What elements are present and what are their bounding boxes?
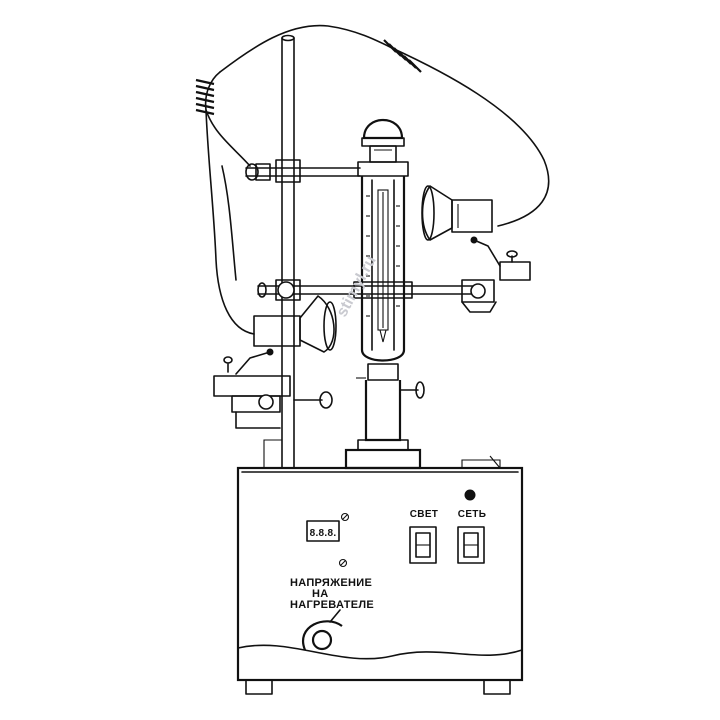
left-cable-coil [195, 78, 215, 116]
light-switch[interactable] [409, 526, 437, 564]
right-lamp [421, 185, 531, 281]
cables [195, 24, 550, 335]
base-housing [236, 455, 524, 695]
heater-voltage-label: НАПРЯЖЕНИЕ НА НАГРЕВАТЕЛЕ [290, 558, 374, 611]
left-lamp [235, 295, 337, 375]
left-lamp-bracket [235, 351, 271, 375]
column-ticks [366, 195, 400, 317]
voltage-label-line-1: НАПРЯЖЕНИЕ [290, 577, 372, 589]
column-base-plate [344, 448, 422, 470]
display-screw-slot [342, 514, 348, 520]
display-frame [306, 520, 340, 542]
power-switch-label: СЕТЬ [458, 509, 486, 520]
light-switch-frame [409, 526, 437, 564]
housing-notch-mark [489, 455, 501, 469]
light-switch-group: СВЕТ [409, 509, 438, 564]
power-switch[interactable] [457, 526, 485, 564]
housing-wave-line [237, 644, 523, 660]
power-switch-frame [457, 526, 485, 564]
coil-turns [383, 39, 422, 73]
right-lamp-lens [421, 185, 435, 241]
rod-lower-bracket [263, 439, 282, 468]
digital-display: 8.8.8. [306, 512, 350, 542]
voltage-knob[interactable] [302, 609, 343, 651]
left-lamp-housing [253, 315, 301, 347]
lower-clamp-knob [258, 394, 274, 410]
column-socket [357, 439, 409, 451]
knob-pointer [329, 609, 341, 623]
thermometer-bulb [379, 329, 387, 343]
upper-clamp-block [275, 159, 301, 183]
foot-left [245, 679, 273, 695]
display-readout: 8.8.8. [310, 528, 337, 539]
column-clamp-band [353, 281, 413, 299]
right-lamp-clamp [499, 261, 531, 281]
voltage-label-line-3: НАГРЕВАТЕЛЕ [290, 599, 374, 611]
knob-arc [302, 620, 343, 651]
lower-clamp-screw-head [319, 391, 333, 409]
right-lamp-reflector [421, 185, 453, 241]
middle-clamp-knob [277, 281, 295, 299]
left-lamp-reflector [299, 295, 335, 353]
power-switch-group: СЕТЬ [457, 489, 486, 564]
lower-stem [364, 380, 402, 442]
column-dome-rim [361, 137, 405, 147]
column-collar [357, 161, 409, 177]
lower-stem-screw-head [415, 381, 425, 399]
lower-clamp-assembly [213, 356, 333, 429]
top-cable [219, 24, 393, 73]
left-lamp-lens [323, 301, 337, 351]
upper-rod-clamp [245, 159, 361, 183]
voltage-label-line-2: НА [312, 588, 329, 600]
right-cable [391, 47, 550, 227]
power-indicator-lamp [464, 489, 476, 501]
lower-clamp-bar [213, 375, 291, 397]
rod-top-cap [281, 34, 295, 42]
middle-clamp-block [275, 279, 301, 301]
knob-center [311, 629, 333, 651]
right-arm-clamp [461, 279, 495, 303]
right-lamp-clamp-knob [506, 250, 518, 258]
right-lamp-housing [451, 199, 493, 233]
housing-top-notch [461, 459, 501, 468]
display-screw [340, 512, 350, 522]
outer-tube [360, 176, 406, 362]
thermometer-tube [377, 189, 389, 331]
right-cable-coil [383, 39, 422, 73]
lower-clamp-tail [235, 411, 281, 429]
right-arm-clamp-base [461, 301, 497, 313]
foot-right [483, 679, 511, 695]
lower-clamp-block [231, 395, 281, 413]
left-cable-lower [205, 109, 255, 335]
right-arm-clamp-screw [470, 283, 486, 299]
light-switch-label: СВЕТ [410, 509, 438, 520]
voltage-screw-slot [340, 560, 346, 566]
left-cable-branch [221, 165, 237, 281]
upper-clamp-knob [245, 163, 259, 181]
central-column [344, 118, 425, 470]
middle-arm-end [257, 282, 267, 298]
coil-turns [195, 78, 215, 116]
left-cable-upper [204, 71, 251, 167]
lower-stem-collar [367, 363, 399, 381]
right-lamp-bracket [473, 239, 501, 267]
middle-arm [257, 279, 497, 313]
lower-clamp-pin-head [223, 356, 233, 364]
voltage-indicator-screw [338, 558, 348, 568]
column-neck [369, 145, 397, 163]
housing-body [236, 466, 524, 682]
upper-clamp-screw [255, 163, 271, 181]
column-dome [362, 118, 404, 140]
